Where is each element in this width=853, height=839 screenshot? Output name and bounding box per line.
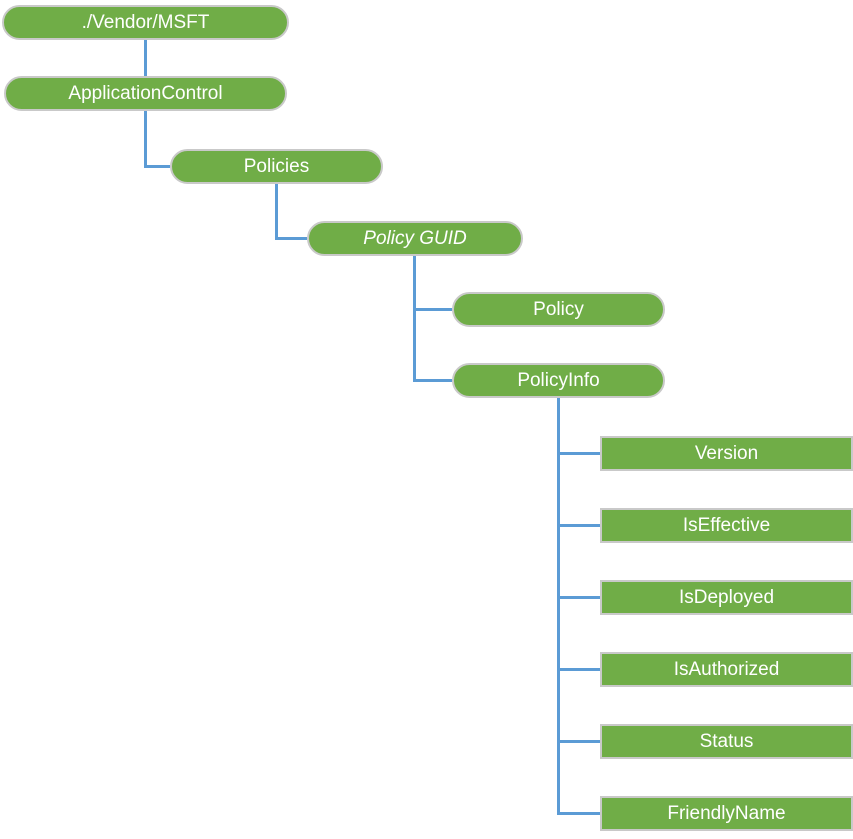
connector-policies-to-policyguid-vertical	[275, 184, 278, 240]
node-vendor-msft: ./Vendor/MSFT	[2, 5, 289, 40]
connector-policyinfo-to-isdeployed-elbow	[557, 596, 600, 599]
connector-policyinfo-to-friendlyname-elbow	[557, 812, 600, 815]
node-version: Version	[600, 436, 853, 471]
node-policies-label: Policies	[243, 156, 310, 177]
connector-policyguid-trunk	[413, 256, 416, 382]
connector-policyinfo-to-isauthorized-elbow	[557, 668, 600, 671]
node-status-label: Status	[699, 731, 754, 752]
node-isauthorized-label: IsAuthorized	[673, 659, 780, 680]
node-policyinfo-label: PolicyInfo	[517, 370, 600, 391]
node-isauthorized: IsAuthorized	[600, 652, 853, 687]
node-applicationcontrol-label: ApplicationControl	[68, 83, 223, 104]
connector-root-to-applicationcontrol	[144, 40, 147, 76]
connector-policyinfo-trunk	[557, 398, 560, 815]
connector-applicationcontrol-to-policies-vertical	[144, 111, 147, 168]
node-friendlyname-label: FriendlyName	[667, 803, 786, 824]
node-iseffective: IsEffective	[600, 508, 853, 543]
connector-policyinfo-to-version-elbow	[557, 452, 600, 455]
node-policyinfo: PolicyInfo	[452, 363, 665, 398]
connector-policyinfo-to-status-elbow	[557, 740, 600, 743]
connector-policyguid-to-policyinfo-elbow	[413, 379, 452, 382]
node-policy-guid-label: Policy GUID	[363, 228, 467, 249]
node-vendor-msft-label: ./Vendor/MSFT	[81, 12, 210, 33]
node-isdeployed-label: IsDeployed	[678, 587, 775, 608]
node-status: Status	[600, 724, 853, 759]
node-version-label: Version	[694, 443, 759, 464]
node-policy-label: Policy	[533, 299, 584, 320]
node-isdeployed: IsDeployed	[600, 580, 853, 615]
node-policies: Policies	[170, 149, 383, 184]
connector-policies-to-policyguid-elbow	[275, 237, 307, 240]
connector-policyinfo-to-iseffective-elbow	[557, 524, 600, 527]
node-policy: Policy	[452, 292, 665, 327]
connector-policyguid-to-policy-elbow	[413, 308, 452, 311]
node-friendlyname: FriendlyName	[600, 796, 853, 831]
node-applicationcontrol: ApplicationControl	[4, 76, 287, 111]
connector-applicationcontrol-to-policies-elbow	[144, 165, 170, 168]
node-policy-guid: Policy GUID	[307, 221, 523, 256]
node-iseffective-label: IsEffective	[682, 515, 771, 536]
